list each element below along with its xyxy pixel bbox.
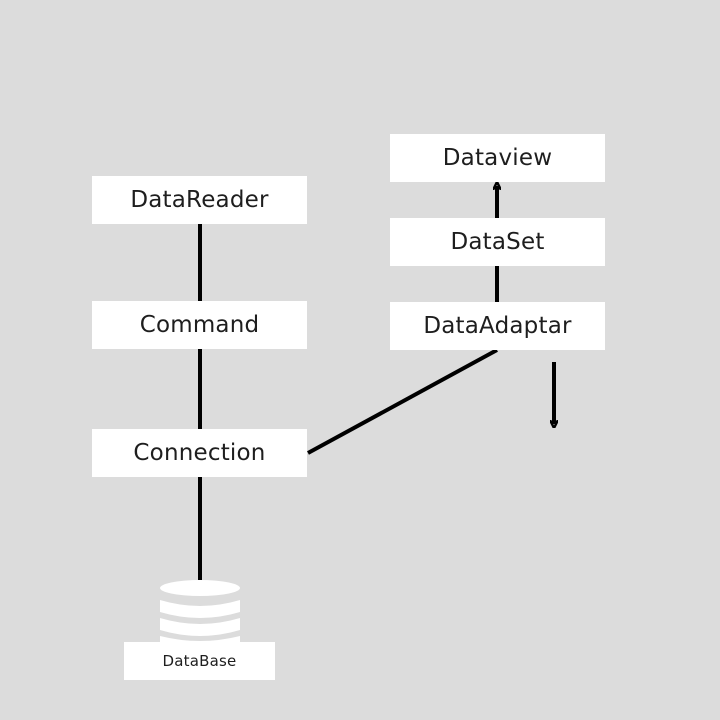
node-datareader-label: DataReader (130, 187, 269, 213)
node-dataview: Dataview (390, 134, 605, 182)
node-dataadaptar: DataAdaptar (390, 302, 605, 350)
node-dataset: DataSet (390, 218, 605, 266)
node-dataset-label: DataSet (450, 229, 545, 255)
database-cylinder-icon (160, 580, 240, 644)
node-connection: Connection (92, 429, 307, 477)
line-connection-dataadaptar (307, 348, 498, 455)
node-datareader: DataReader (92, 176, 307, 224)
node-database: DataBase (124, 642, 275, 680)
node-dataadaptar-label: DataAdaptar (423, 313, 572, 339)
node-dataview-label: Dataview (442, 145, 553, 171)
node-command-label: Command (139, 312, 260, 338)
node-database-label: DataBase (162, 652, 237, 670)
node-command: Command (92, 301, 307, 349)
node-connection-label: Connection (133, 440, 266, 466)
